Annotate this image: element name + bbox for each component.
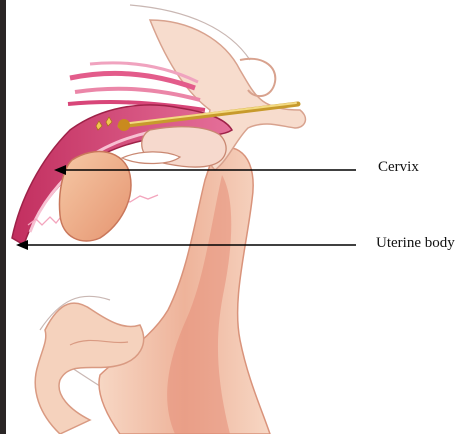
cervix-label: Cervix	[378, 160, 419, 175]
catheter-tip	[118, 119, 130, 131]
uterine-body-label: Uterine body	[376, 236, 455, 251]
cervix-os	[122, 152, 180, 164]
bladder	[60, 152, 131, 241]
left-edge-shadow	[0, 0, 6, 434]
